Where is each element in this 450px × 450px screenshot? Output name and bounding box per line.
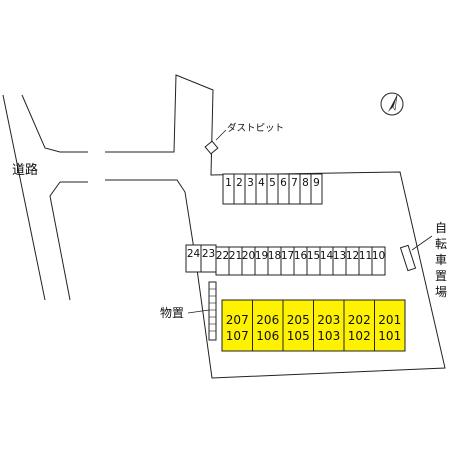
unit-lower-number: 101: [378, 329, 401, 343]
parking-space-10: [371, 246, 386, 276]
parking-space-label: 20: [242, 250, 255, 262]
lot-outline: [105, 74, 446, 379]
parking-space-label: 4: [258, 177, 265, 189]
road: [2, 94, 88, 301]
bicycle-parking-char-4: 場: [435, 285, 447, 299]
parking-space-label: 22: [216, 250, 229, 262]
bicycle-parking-label: 自 転 車 置 場: [435, 221, 447, 299]
unit-107: [221, 299, 253, 352]
unit-lower-number: 105: [287, 329, 310, 343]
unit-101: [374, 299, 406, 352]
bicycle-parking-char-1: 転: [435, 237, 447, 251]
unit-upper-number: 202: [348, 313, 371, 327]
bicycle-parking-char-2: 車: [435, 253, 447, 267]
parking-space-label: 24: [187, 248, 201, 260]
dust-pit-box: [204, 140, 219, 155]
dust-pit-leader: [215, 129, 227, 141]
parking-space-label: 8: [302, 177, 309, 189]
unit-lower-number: 103: [317, 329, 340, 343]
parking-space-label: 9: [313, 177, 320, 189]
storage-hatching: [209, 288, 216, 332]
parking-space-label: 2: [236, 177, 243, 189]
parking-space-label: 15: [307, 250, 320, 262]
parking-space-label: 10: [372, 250, 385, 262]
bicycle-parking-char-0: 自: [435, 221, 447, 235]
north-arrow-icon: [380, 92, 404, 116]
bicycle-parking-area: [399, 244, 417, 272]
bicycle-parking-leader: [411, 235, 433, 251]
unit-upper-number: 201: [378, 313, 401, 327]
dust-pit-label: ダストピット: [227, 122, 284, 134]
parking-space-9: [310, 173, 323, 205]
parking-space-label: 18: [268, 250, 281, 262]
unit-lower-number: 107: [226, 329, 249, 343]
parking-space-label: 5: [269, 177, 276, 189]
unit-upper-number: 206: [256, 313, 279, 327]
unit-upper-number: 205: [287, 313, 310, 327]
parking-space-label: 12: [346, 250, 359, 262]
unit-lower-number: 106: [256, 329, 279, 343]
unit-upper-number: 207: [226, 313, 249, 327]
unit-106: [252, 299, 284, 352]
parking-space-label: 17: [281, 250, 294, 262]
parking-space-label: 14: [320, 250, 334, 262]
parking-space-label: 11: [359, 250, 372, 262]
parking-space-label: 13: [333, 250, 346, 262]
unit-102: [343, 299, 375, 352]
parking-space-label: 7: [291, 177, 298, 189]
road-label: 道路: [12, 162, 38, 178]
parking-space-label: 19: [255, 250, 268, 262]
bicycle-parking-char-3: 置: [435, 269, 447, 283]
storage-leader: [187, 309, 210, 314]
parking-space-label: 16: [294, 250, 308, 262]
unit-upper-number: 203: [317, 313, 340, 327]
parking-space-label: 1: [225, 177, 232, 189]
unit-lower-number: 102: [348, 329, 371, 343]
storage-label: 物置: [160, 306, 184, 320]
parking-space-label: 21: [229, 250, 242, 262]
apartment-building: 207 107 206 106 205 105 203 103 202 102 201 101: [221, 299, 406, 352]
storage-unit: [208, 281, 217, 341]
parking-space-label: 6: [280, 177, 287, 189]
parking-space-label: 3: [247, 177, 254, 189]
unit-105: [282, 299, 314, 352]
parking-space-label: 23: [202, 248, 215, 260]
